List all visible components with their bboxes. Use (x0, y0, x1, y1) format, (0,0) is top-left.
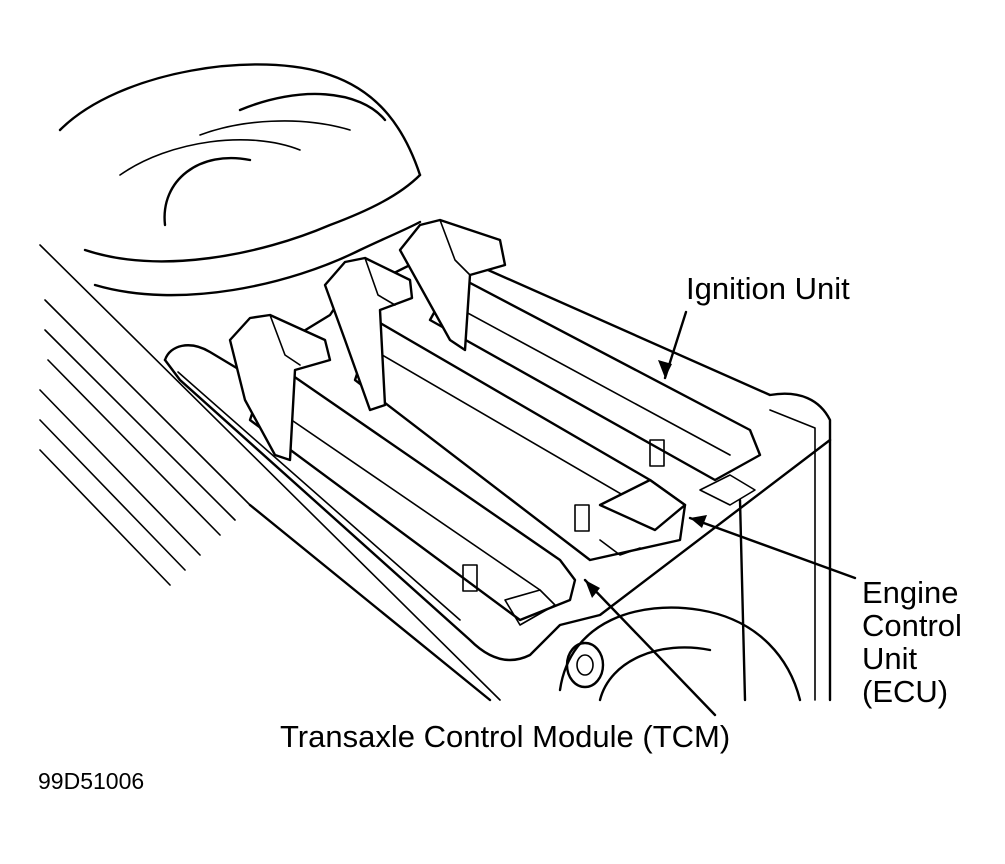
ecu-label-line-2: Control (862, 608, 962, 643)
figure-code: 99D51006 (38, 768, 145, 794)
side-trim-lines (39, 244, 501, 702)
ecu-label-line-3: Unit (862, 641, 918, 676)
tcm-arrowhead (585, 580, 600, 598)
ignition-unit-module (398, 218, 762, 506)
ecu-arrowhead (690, 515, 707, 528)
ignition-unit-arrowhead (658, 360, 672, 378)
ecu-label-line-4: (ECU) (862, 674, 949, 709)
tcm-module (228, 313, 577, 626)
callout-leaders (583, 310, 857, 717)
lower-pulley (558, 606, 802, 702)
ecu-leader (688, 516, 857, 580)
ecu-label-line-1: Engine (862, 575, 959, 610)
tcm-leader (583, 578, 717, 717)
tcm-label: Transaxle Control Module (TCM) (280, 719, 731, 754)
background-engine-part (58, 63, 422, 297)
ignition-unit-label: Ignition Unit (686, 271, 850, 306)
ecu-module (323, 256, 687, 562)
